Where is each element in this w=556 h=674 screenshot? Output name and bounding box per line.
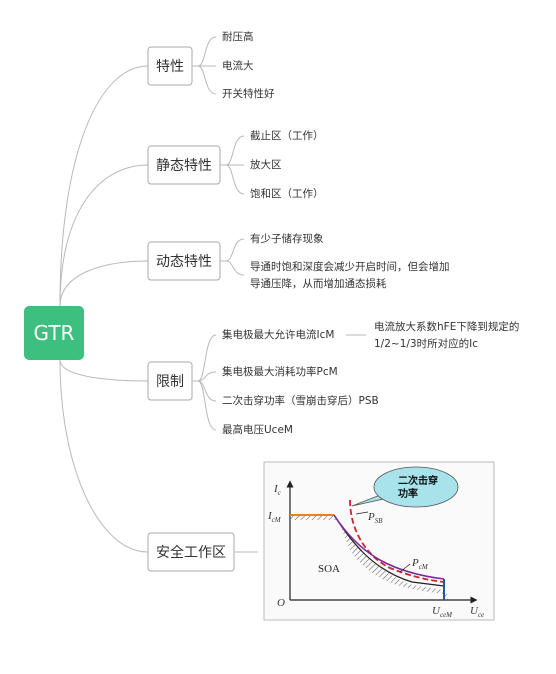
soa-callout-line-0: 二次击穿 (398, 474, 438, 487)
soa-callout-bubble (373, 466, 459, 508)
leaf-static-1: 放大区 (250, 158, 282, 171)
soa-hatched-boundary (290, 515, 448, 600)
connector-dynamic (59, 260, 149, 307)
branch-static-children-lines (220, 135, 245, 195)
soa-x-axis-label: Uce (470, 605, 484, 619)
leaf-char-1: 电流大 (222, 59, 254, 72)
root-node[interactable]: GTR (24, 306, 84, 360)
branch-soa-label: 安全工作区 (156, 544, 226, 561)
branch-char[interactable]: 特性 (147, 46, 193, 86)
branch-dynamic-label: 动态特性 (156, 254, 212, 270)
leaf-limit-1: 集电极最大消耗功率PcM (222, 365, 338, 378)
leaf-dynamic-1: 导通时饱和深度会减少开启时间，但会增加 (250, 260, 450, 273)
branch-static-label: 静态特性 (156, 158, 212, 174)
soa-ucem-label: UceM (432, 605, 453, 619)
root-box (24, 306, 84, 360)
soa-psb-pointer (355, 511, 369, 515)
branch-static[interactable]: 静态特性 (147, 145, 221, 185)
leaf-dynamic-0: 有少子储存现象 (250, 232, 324, 245)
branch-dynamic-children-lines (220, 238, 245, 276)
branch-char-children-lines (192, 36, 217, 95)
leaf-limit-note-1: 1/2~1/3时所对应的Ic (374, 337, 478, 350)
leaf-dynamic-2: 导通压降，从而增加通态损耗 (250, 277, 387, 290)
leaf-char-0: 耐压高 (222, 30, 254, 43)
connector-soa (59, 359, 149, 553)
branch-soa[interactable]: 安全工作区 (147, 532, 235, 572)
branch-limit-children-lines (192, 334, 366, 431)
soa-pcm-curve (333, 514, 445, 580)
branch-limit[interactable]: 限制 (147, 361, 193, 401)
connector-limit (59, 359, 149, 382)
leaf-static-2: 饱和区（工作） (250, 188, 324, 200)
soa-region-label: SOA (318, 563, 340, 575)
soa-callout-line-1: 功率 (398, 487, 418, 500)
leaf-static-0: 截止区（工作） (250, 129, 324, 142)
soa-pcm-label: PcM (411, 557, 429, 571)
connector-static (59, 164, 149, 307)
leaf-limit-note-0: 电流放大系数hFE下降到规定的 (374, 320, 519, 333)
branch-char-label: 特性 (156, 59, 184, 75)
leaf-char-2: 开关特性好 (222, 87, 275, 100)
soa-origin-label: O (277, 597, 285, 609)
leaf-limit-3: 最高电压UceM (222, 423, 293, 436)
connector-char (59, 65, 149, 307)
soa-psb-label: PSB (367, 511, 383, 525)
root-label: GTR (34, 321, 75, 345)
soa-pcm-pointer (399, 563, 411, 573)
soa-icm-label: IcM (267, 510, 282, 524)
branch-limit-label: 限制 (156, 374, 184, 390)
leaf-limit-2: 二次击穿功率（雪崩击穿后）PSB (222, 394, 379, 407)
soa-figure: 二次击穿 功率 SOA O Ic Uce IcM PSB PcM UceM (263, 461, 495, 621)
root-connectors (59, 65, 149, 553)
branch-dynamic[interactable]: 动态特性 (147, 241, 221, 281)
soa-y-axis-label: Ic (273, 483, 282, 497)
leaf-limit-0: 集电极最大允许电流IcM (222, 328, 334, 341)
soa-psb-curve (349, 499, 445, 583)
